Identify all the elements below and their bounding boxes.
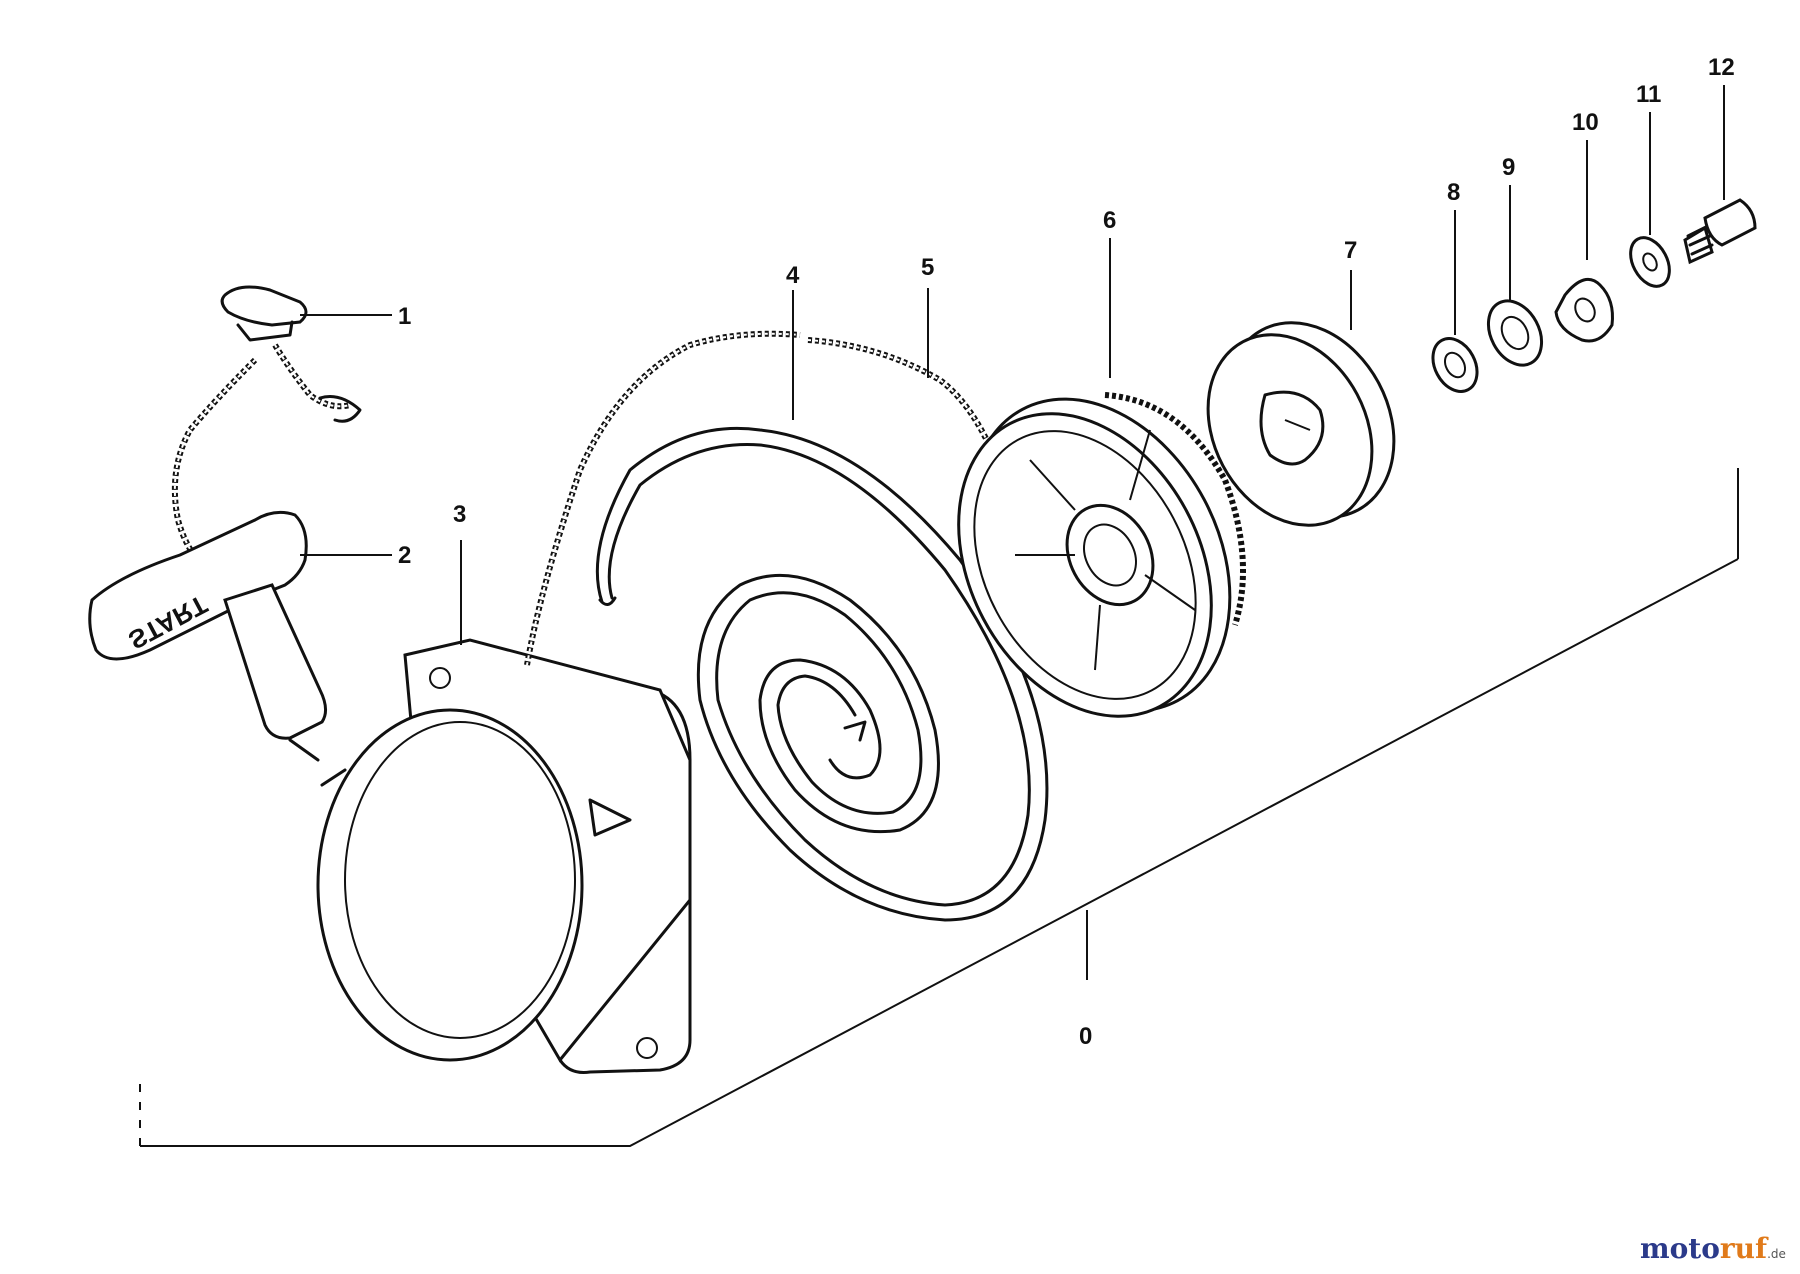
part-washer-small xyxy=(1629,236,1671,288)
part-nut xyxy=(1431,337,1479,393)
part-starter-handle: START xyxy=(88,510,327,762)
part-starter-housing xyxy=(316,330,1008,1074)
part-recoil-spring xyxy=(595,426,1049,922)
callout-11: 11 xyxy=(1636,81,1661,108)
svg-text:motoruf.de: motoruf.de xyxy=(1640,1232,1786,1265)
leader-lines xyxy=(300,85,1725,645)
callout-0: 0 xyxy=(1079,1023,1092,1050)
part-handle-grip xyxy=(171,285,362,562)
callout-1: 1 xyxy=(398,303,411,330)
watermark-logo: motoruf.de xyxy=(1640,1232,1786,1265)
callout-3: 3 xyxy=(453,501,466,528)
part-bolt xyxy=(1683,198,1757,265)
callout-7: 7 xyxy=(1344,237,1357,264)
callout-9: 9 xyxy=(1502,154,1515,181)
part-lock-washer xyxy=(1554,277,1614,343)
callout-2: 2 xyxy=(398,542,411,569)
callout-10: 10 xyxy=(1572,109,1599,136)
callout-12: 12 xyxy=(1708,54,1735,81)
callout-6: 6 xyxy=(1103,207,1116,234)
part-washer-large xyxy=(1486,299,1544,367)
part-pulley xyxy=(957,392,1246,718)
callout-4: 4 xyxy=(786,262,800,289)
callout-5: 5 xyxy=(921,254,934,281)
callout-8: 8 xyxy=(1447,179,1460,206)
assembly-bracket xyxy=(139,468,1739,1147)
callout-labels: 1 2 3 4 5 6 7 8 9 10 11 12 0 xyxy=(398,54,1735,1050)
part-ratchet-cup xyxy=(1206,321,1396,527)
